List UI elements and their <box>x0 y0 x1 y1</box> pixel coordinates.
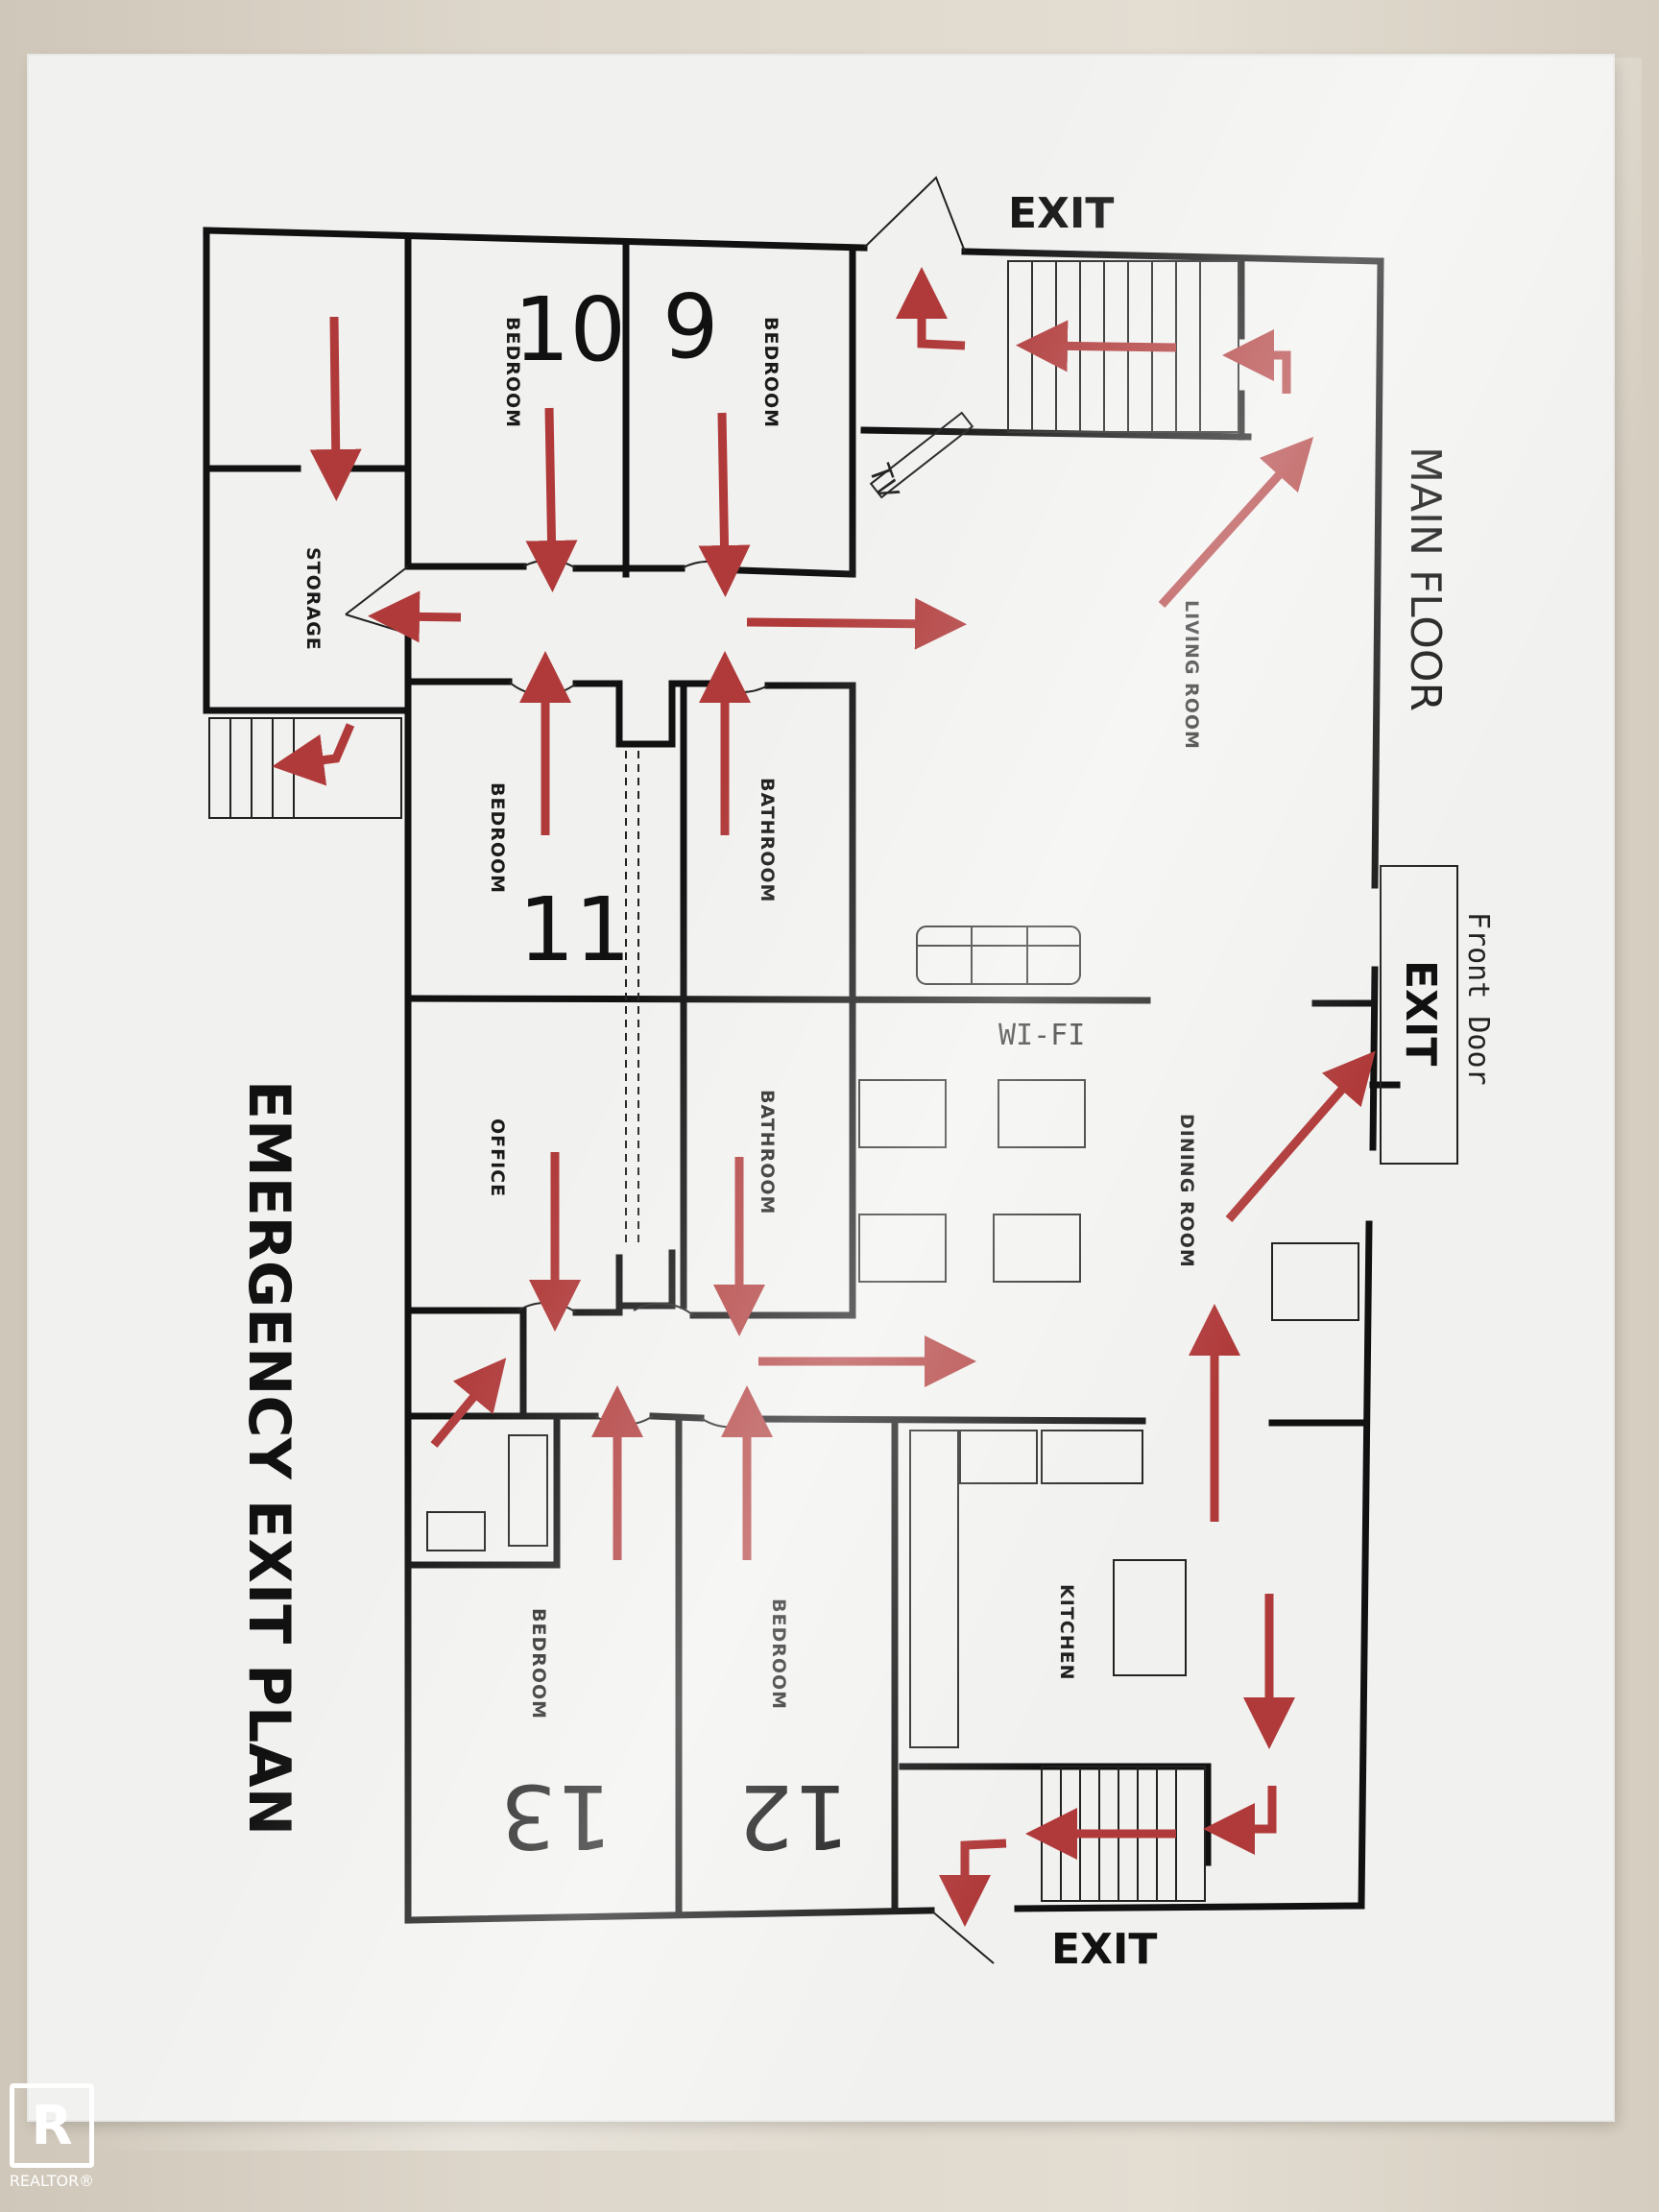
furniture <box>426 411 1359 1748</box>
arrow-storage-down <box>309 316 362 501</box>
arrow-stair-top-up <box>1222 329 1291 394</box>
exit-labels: EXIT EXIT EXIT <box>1008 189 1445 1974</box>
tv-note: TV <box>861 460 904 504</box>
front-door-note: Front Door <box>1461 912 1495 1086</box>
arrow-stair-top-exit <box>896 267 966 350</box>
exit-bottom-label: EXIT <box>1051 1925 1157 1974</box>
arrow-stair-left-down <box>272 723 355 786</box>
wifi-note: WI-FI <box>998 1019 1085 1052</box>
room-numbers: 10 9 11 13 12 <box>500 276 850 1867</box>
main-floor-label: MAIN FLOOR <box>1401 446 1450 711</box>
exit-arrows <box>272 267 1376 1927</box>
plan-title: EMERGENCY EXIT PLAN <box>235 1080 302 1836</box>
realtor-watermark: R REALTOR® <box>4 2083 100 2202</box>
label-storage: STORAGE <box>302 547 324 651</box>
arrow-stair-bottom-up <box>1203 1786 1277 1855</box>
arrow-hall-right <box>746 597 967 650</box>
arrow-hall-left <box>368 590 462 643</box>
room-labels: BEDROOM BEDROOM STORAGE BEDROOM BATHROOM… <box>302 317 1202 1719</box>
walls <box>203 227 1401 1924</box>
label-bathroom-1: BATHROOM <box>757 778 778 902</box>
label-bedroom-11: BEDROOM <box>487 782 508 894</box>
number-bedroom-9: 9 <box>662 276 719 378</box>
arrow-bed9-down <box>698 412 751 597</box>
label-living-room: LIVING ROOM <box>1181 600 1202 750</box>
label-office: OFFICE <box>487 1118 508 1197</box>
arrow-stair-top-left <box>1016 320 1177 373</box>
number-bedroom-12: 12 <box>737 1765 850 1867</box>
label-bedroom-13: BEDROOM <box>528 1608 549 1719</box>
arrow-living-diag <box>1158 436 1314 609</box>
label-bedroom-12: BEDROOM <box>768 1599 789 1710</box>
arrow-bath-diag <box>430 1358 507 1448</box>
label-kitchen: KITCHEN <box>1056 1584 1077 1680</box>
front-door-steps <box>1380 865 1458 1165</box>
realtor-logo-icon: R <box>10 2083 94 2168</box>
arrow-stair-bottom-exit <box>939 1839 1007 1927</box>
arrow-dining-diag <box>1225 1050 1376 1222</box>
realtor-text: REALTOR® <box>9 2172 95 2190</box>
exit-top-label: EXIT <box>1008 189 1114 238</box>
number-bedroom-10: 10 <box>514 278 626 381</box>
label-bedroom-9: BEDROOM <box>760 317 781 428</box>
label-bathroom-2: BATHROOM <box>757 1090 778 1214</box>
label-dining-room: DINING ROOM <box>1176 1114 1197 1268</box>
number-bedroom-11: 11 <box>518 878 631 981</box>
hallway-dashed <box>625 751 639 1248</box>
label-bedroom-10: BEDROOM <box>502 317 523 428</box>
number-bedroom-13: 13 <box>500 1765 613 1867</box>
stairs-left <box>208 717 402 819</box>
arrow-bed10-down <box>525 407 578 592</box>
exit-side-label: EXIT <box>1396 960 1445 1066</box>
